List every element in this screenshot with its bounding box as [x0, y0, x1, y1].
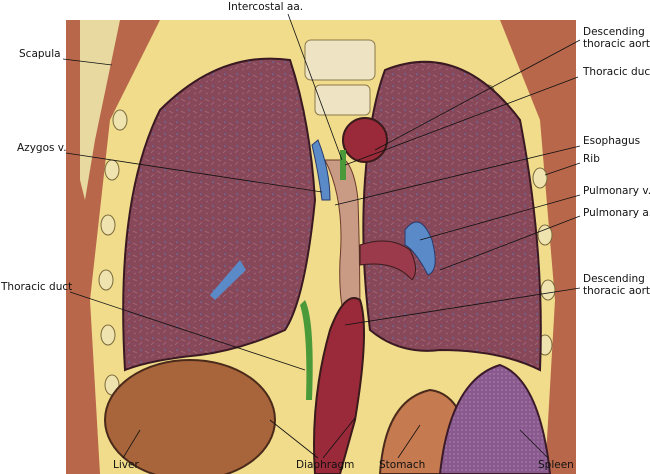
right-lung	[122, 57, 317, 372]
label-intercostal-arteries: Intercostal aa.	[228, 1, 304, 13]
pulmonary-vein	[404, 221, 436, 276]
label-scapula: Scapula	[19, 48, 61, 60]
label-pulmonary-artery: Pulmonary a.	[583, 207, 650, 219]
label-descending-aorta-top: Descending thoracic aorta	[583, 26, 650, 50]
azygos-vein	[311, 139, 331, 201]
vertebra	[314, 84, 371, 116]
label-stomach: Stomach	[379, 459, 426, 471]
leader-lines	[62, 13, 581, 459]
label-diaphragm: Diaphragm	[296, 459, 355, 471]
label-line: Descending	[583, 273, 645, 285]
label-thoracic-duct-right: Thoracic duct	[583, 66, 650, 78]
vertebra	[304, 39, 376, 81]
label-liver: Liver	[113, 459, 139, 471]
descending-aorta-upper	[342, 117, 388, 163]
right-chest-wall-muscle	[500, 20, 576, 474]
left-lung	[362, 60, 542, 372]
label-rib: Rib	[583, 153, 600, 165]
label-thoracic-duct-left: Thoracic duct	[1, 281, 73, 293]
descending-aorta-lower	[313, 297, 365, 474]
label-esophagus: Esophagus	[583, 135, 641, 147]
spleen	[438, 363, 552, 474]
label-spleen: Spleen	[538, 459, 574, 471]
label-line: Descending	[583, 26, 645, 38]
liver	[104, 359, 276, 474]
pulmonary-artery	[359, 240, 416, 281]
label-descending-aorta-lower: Descending thoracic aorta	[583, 273, 650, 297]
label-pulmonary-vein: Pulmonary v.	[583, 185, 650, 197]
label-line: thoracic aorta	[583, 38, 650, 50]
pulmonary-vein-right	[210, 260, 246, 300]
label-line: thoracic aorta	[583, 285, 650, 297]
label-azygos-vein: Azygos v.	[17, 142, 67, 154]
thoracic-duct-lower	[300, 300, 313, 400]
